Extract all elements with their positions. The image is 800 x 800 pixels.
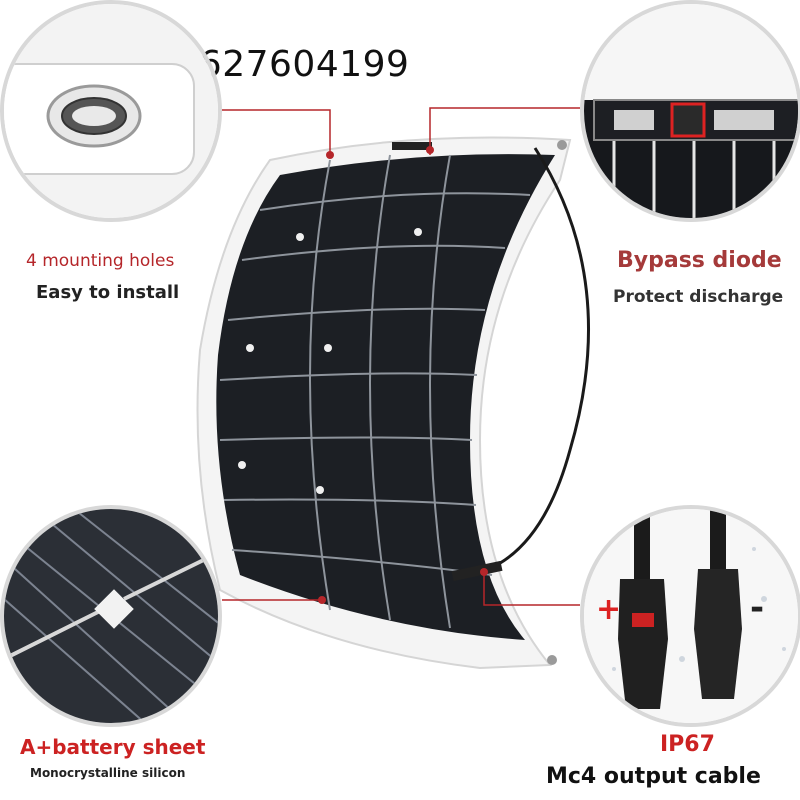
- plus-sign: +: [596, 592, 622, 627]
- battery-sheet-title: A+battery sheet: [20, 735, 206, 759]
- mounting-holes-title: 4 mounting holes: [26, 251, 175, 271]
- solar-panel-image: [196, 136, 591, 670]
- battery-sheet-detail: [0, 505, 222, 727]
- mc4-cable-subtitle: Mc4 output cable: [546, 764, 761, 789]
- ip67-title: IP67: [660, 732, 715, 757]
- minus-sign: -: [750, 588, 765, 628]
- mounting-hole-detail: [0, 0, 222, 222]
- bypass-diode-title: Bypass diode: [617, 248, 782, 273]
- mc4-connector-detail: [580, 505, 800, 727]
- bypass-diode-subtitle: Protect discharge: [613, 287, 784, 307]
- mounting-holes-subtitle: Easy to install: [36, 282, 180, 303]
- battery-sheet-subtitle: Monocrystalline silicon: [30, 766, 186, 780]
